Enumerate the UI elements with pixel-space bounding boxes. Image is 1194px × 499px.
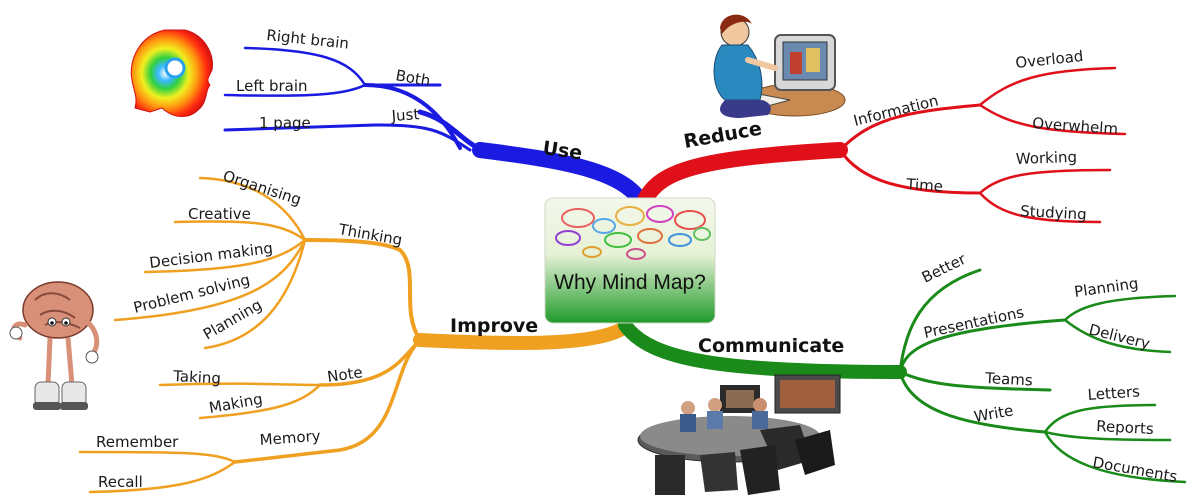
head-rainbow-icon	[130, 29, 214, 117]
branch-use	[223, 46, 648, 208]
leaf-planning-thinking: Planning	[200, 296, 265, 344]
improve-remember-line	[78, 450, 237, 464]
sub-thinking: Thinking	[336, 220, 403, 249]
communicate-write-line	[898, 370, 1047, 434]
leaf-organising: Organising	[221, 167, 304, 209]
branch-reduce	[637, 66, 1127, 224]
leaf-creative: Creative	[188, 205, 251, 223]
communicate-letters-line	[1043, 403, 1157, 434]
sub-note: Note	[326, 363, 364, 386]
improve-problem-line	[113, 238, 307, 322]
sub-both: Both	[394, 66, 431, 90]
use-left-brain-line	[223, 83, 367, 97]
communicate-delivery-line	[1063, 318, 1172, 354]
communicate-teams-line	[898, 370, 1052, 392]
communicate-reports-line	[1043, 430, 1172, 442]
reduce-main-line	[637, 142, 848, 208]
sub-write: Write	[973, 401, 1015, 426]
meeting-room-icon	[637, 374, 841, 495]
leaf-1-page: 1 page	[259, 114, 311, 132]
sub-better: Better	[919, 250, 970, 287]
use-just-line	[223, 123, 472, 152]
leaf-studying: Studying	[1020, 202, 1087, 223]
use-trunk-line	[417, 109, 485, 153]
sub-presentations: Presentations	[922, 303, 1026, 342]
leaf-working: Working	[1016, 148, 1078, 168]
use-right-brain-line	[243, 46, 367, 87]
communicate-planning-line	[1063, 294, 1177, 322]
leaf-left-brain: Left brain	[236, 77, 308, 95]
branch-improve	[78, 176, 627, 494]
improve-taking-line	[158, 382, 322, 387]
improve-organising-line	[198, 176, 307, 242]
improve-main-line	[413, 323, 627, 350]
branch-label-improve: Improve	[450, 315, 538, 337]
leaf-delivery: Delivery	[1087, 320, 1152, 353]
reduce-studying-line	[978, 191, 1102, 224]
leaf-planning-presentations: Planning	[1073, 274, 1140, 301]
woman-at-computer-icon	[713, 14, 846, 118]
improve-decision-line	[143, 238, 307, 274]
improve-creative-line	[173, 220, 307, 242]
branch-label-use: Use	[541, 137, 583, 164]
leaf-reports: Reports	[1096, 417, 1155, 438]
branch-communicate	[618, 268, 1187, 484]
sub-memory: Memory	[259, 427, 321, 449]
leaf-remember: Remember	[96, 433, 179, 451]
center-node: Why Mind Map?	[544, 197, 716, 324]
leaf-taking: Taking	[172, 367, 222, 388]
reduce-overload-line	[978, 66, 1117, 107]
improve-trunk-line	[303, 238, 422, 342]
sub-information: Information	[852, 91, 941, 129]
branch-label-reduce: Reduce	[682, 118, 763, 153]
sub-just: Just	[390, 105, 420, 125]
sub-teams: Teams	[984, 369, 1034, 390]
reduce-working-line	[978, 168, 1112, 195]
leaf-making: Making	[208, 390, 264, 417]
leaf-letters: Letters	[1087, 382, 1141, 404]
communicate-presentations-line	[898, 318, 1067, 374]
reduce-time-line	[838, 148, 982, 195]
leaf-decision-making: Decision making	[148, 239, 274, 272]
speech-bubbles-icon	[555, 205, 711, 260]
leaf-overwhelm: Overwhelm	[1032, 114, 1119, 138]
brain-character-icon	[9, 281, 100, 410]
improve-planning-line	[203, 238, 307, 350]
improve-making-line	[198, 383, 322, 420]
branch-label-communicate: Communicate	[698, 335, 844, 357]
leaf-recall: Recall	[98, 473, 143, 491]
improve-memory-line	[233, 338, 422, 464]
communicate-main-line	[618, 318, 907, 379]
communicate-better-line	[898, 268, 982, 374]
leaf-documents: Documents	[1091, 453, 1179, 486]
communicate-documents-line	[1043, 430, 1187, 484]
center-title: Why Mind Map?	[554, 271, 706, 294]
reduce-information-line	[838, 103, 982, 152]
improve-recall-line	[88, 460, 237, 494]
reduce-overwhelm-line	[978, 103, 1127, 136]
sub-time: Time	[905, 175, 944, 196]
leaf-overload: Overload	[1015, 47, 1085, 72]
use-main-line	[472, 142, 648, 208]
